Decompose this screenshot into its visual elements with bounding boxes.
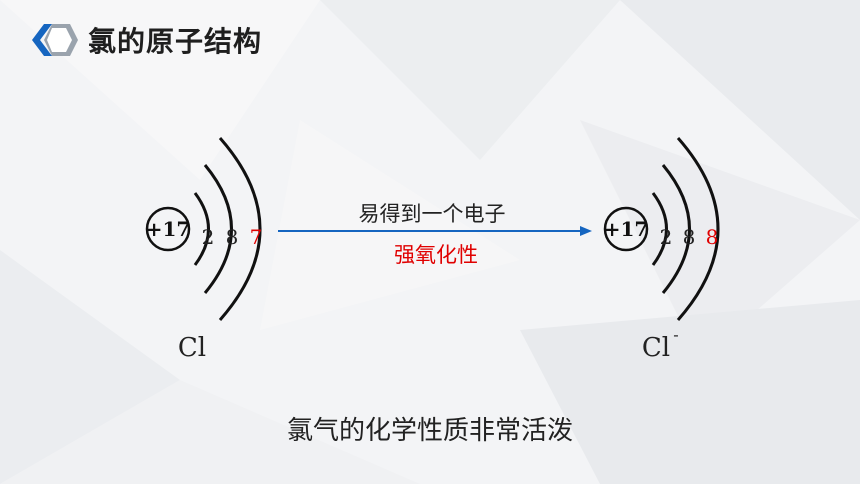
left-nucleus-circle [145,206,191,252]
footer-statement: 氯气的化学性质非常活泼 [286,416,573,446]
right-shell-3-arc [676,137,720,321]
arrow-top-label: 易得到一个电子 [359,202,506,226]
right-nucleus-circle [603,206,649,252]
page-title: 氯的原子结构 [88,25,263,58]
right-symbol: Cl [642,333,670,363]
left-nucleus-charge: +17 [146,217,191,241]
left-shell-1-arc [193,192,210,266]
left-shell-2-count: 8 [226,225,239,249]
right-atom: +17 2 8 8 Cl - [603,137,720,363]
reaction-arrow: 易得到一个电子 强氧化性 [278,202,592,267]
title-bar: 氯的原子结构 [30,20,262,60]
right-shell-3-count: 8 [706,225,719,249]
arrow-head-icon [580,226,592,236]
right-shell-1-count: 2 [660,225,673,249]
back-chevron-icon[interactable] [30,20,82,60]
right-nucleus-charge: +17 [604,217,649,241]
right-shell-2-count: 8 [683,225,696,249]
right-charge-superscript: - [673,325,678,344]
left-shell-1-count: 2 [202,225,215,249]
right-shell-2-arc [661,164,691,294]
left-symbol: Cl [178,333,206,363]
left-shell-2-arc [203,164,233,294]
left-atom: +17 2 8 7 Cl [145,137,263,363]
right-shell-1-arc [651,192,668,266]
left-shell-3-count: 7 [250,225,263,249]
arrow-bottom-label: 强氧化性 [394,243,478,267]
left-shell-3-arc [218,137,262,321]
